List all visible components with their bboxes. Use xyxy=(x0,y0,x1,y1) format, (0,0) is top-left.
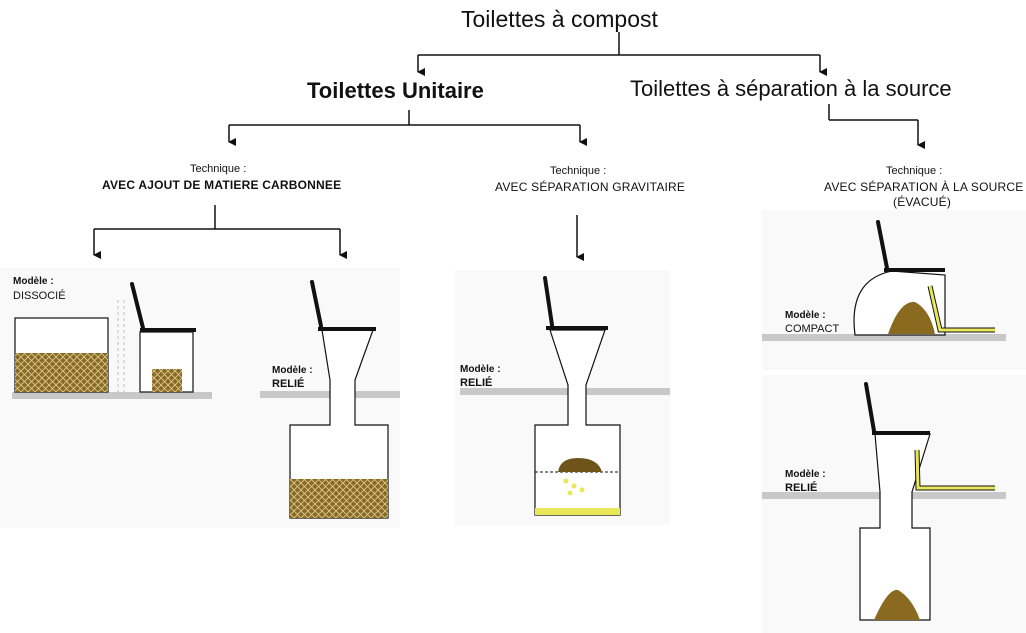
technique-name-source: AVEC SÉPARATION À LA SOURCE xyxy=(824,180,1024,194)
model-relie-source-drawing xyxy=(762,382,1006,621)
model-name-relie-gravity: RELIÉ xyxy=(460,377,493,389)
technique-label-source: Technique : xyxy=(886,165,943,177)
page-title: Toilettes à compost xyxy=(461,6,658,32)
model-name-compact: COMPACT xyxy=(785,323,840,335)
category-unitaire: Toilettes Unitaire xyxy=(307,78,484,103)
model-label-relie-carbon: Modèle : xyxy=(272,365,313,376)
tree-connectors xyxy=(93,32,925,261)
category-separation: Toilettes à séparation à la source xyxy=(630,76,952,101)
technique-label-gravity: Technique : xyxy=(550,165,607,177)
model-label-dissocie: Modèle : xyxy=(13,276,54,287)
urine-drops xyxy=(563,478,585,496)
model-name-dissocie: DISSOCIÉ xyxy=(13,290,66,302)
technique-name-gravity: AVEC SÉPARATION GRAVITAIRE xyxy=(495,180,686,194)
model-label-relie-gravity: Modèle : xyxy=(460,364,501,375)
model-label-compact: Modèle : xyxy=(785,310,826,321)
model-relie-carbon-drawing xyxy=(260,280,400,519)
carbon-matter-bin xyxy=(15,353,108,392)
model-name-relie-source: RELIÉ xyxy=(785,482,818,494)
model-dissocie-drawing xyxy=(12,282,212,399)
model-relie-gravity-drawing xyxy=(460,276,670,516)
technique-label-carbon: Technique : xyxy=(190,163,247,175)
technique-name-source-line2: (ÉVACUÉ) xyxy=(893,195,952,209)
model-label-relie-source: Modèle : xyxy=(785,469,826,480)
technique-name-carbon: AVEC AJOUT DE MATIERE CARBONNEE xyxy=(102,178,342,192)
model-name-relie-carbon: RELIÉ xyxy=(272,378,305,390)
model-compact-drawing xyxy=(762,220,1006,341)
